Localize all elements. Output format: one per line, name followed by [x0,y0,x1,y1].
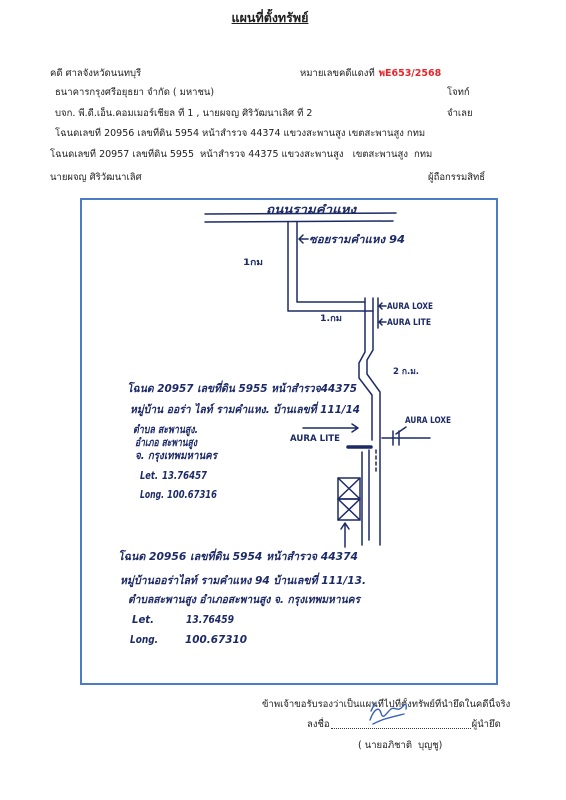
deed-line: โฉนดเลขที่ 20956 เลขที่ดิน 5954 หน้าสำรว… [55,128,426,139]
signer-role: ผู้นำยึด [471,719,501,730]
parcel-20956-lat-label: Let. [132,613,154,626]
signature-stroke [369,703,407,721]
parcel-20956-plot-cross [337,498,361,521]
parcel-20956-note: โฉนด 20956 เลขที่ดิน 5954 หน้าสำรวจ 4437… [118,548,358,563]
distance-label-main: 2 ก.ม. [393,367,419,377]
parcel-20957-lat: 13.76457 [162,469,207,482]
soi-pointer-arrow [298,234,309,244]
court-name: คดี ศาลจังหวัดนนทบุรี [50,68,142,79]
parcel-20957-note: โฉนด 20957 เลขที่ดิน 5955 หน้าสำรวจ44375 [127,380,357,395]
aura-lite-south-label: AURA LITE [290,434,340,444]
signature-mark [369,702,407,725]
plaintiff-role: โจทก์ [447,87,470,98]
aura-loxe-north-label: AURA LOXE [387,302,433,312]
map-frame: ถนนรามคำแหง ซอยรามคำแหง 94 1กม 1.กม 2 ก.… [80,198,498,685]
deed-line: โฉนดเลขที่ 20957 เลขที่ดิน 5955 หน้าสำรว… [50,149,433,160]
document-title: แผนที่ตั้งทรัพย์ [231,10,309,25]
signature-row: ลงชื่อ ผู้นำยึด [307,718,501,731]
aura-loxe-south-label: AURA LOXE [405,416,451,426]
parcel-20957-note: หมู่บ้าน ออร่า ไลท์ รามคำแหง. บ้านเลขที่… [130,401,360,417]
parcel-20957-note: ตำบล สะพานสูง. [133,423,198,437]
soi-west-edge [287,221,374,312]
case-number-label: หมายเลขคดีแดงที่ [300,68,375,79]
parcel-20957-note: จ. กรุงเทพมหานคร [135,449,219,463]
aura-loxe-south-leader [395,426,407,435]
main-road-label: ถนนรามคำแหง [266,203,358,216]
case-number: พE653/2568 [378,68,442,79]
parcel-20957-pointer [302,423,359,433]
defendant-role: จำเลย [447,108,473,119]
parcel-20956-plot [337,498,361,521]
parcel-20956-long: 100.67310 [185,633,247,646]
parcel-20956-note: ตำบลสะพานสูง อำเภอสะพานสูง จ. กรุงเทพมหา… [128,593,362,607]
parcel-20956-long-label: Long. [130,633,158,646]
main-road-north-edge [204,212,397,215]
parcel-20957-note: อำเภอ สะพานสูง [135,436,198,450]
case-number-row: หมายเลขคดีแดงที่ พE653/2568 [300,67,441,80]
parcel-20956-pointer [340,522,350,548]
owner-name: นายผจญ ศิริวัฒนาเลิศ [50,172,142,183]
distance-label-connector: 1.กม [320,314,342,324]
signer-name: ( นายอภิชาติ บุญชู) [358,740,443,751]
certification-statement: ข้าพเจ้าขอรับรองว่าเป็นแผนที่ไปที่ตั้งทร… [262,699,511,710]
aura-lite-north-label: AURA LITE [387,318,431,328]
distance-label-soi: 1กม [243,258,263,268]
location-sketch: ถนนรามคำแหง ซอยรามคำแหง 94 1กม 1.กม 2 ก.… [118,203,451,646]
soi-east-edge [296,221,366,303]
signature-underline [372,713,405,725]
aura-loxe-north-arrow [378,302,387,310]
signature-label: ลงชื่อ [307,719,330,730]
parcel-20957-lat-label: Let. [140,469,158,482]
signature-dotted-line [330,718,471,729]
parcel-20956-lat: 13.76459 [186,613,234,626]
aura-loxe-gate [381,430,431,446]
main-road-south-edge [204,220,394,223]
signature-flourish [370,702,376,712]
parcel-20957-plot-cross [337,477,361,500]
defendants-names: บจก. พี.ดี.เอ็น.คอมเมอร์เชียล ที่ 1 , นา… [55,108,313,119]
parcel-20956-note: หมู่บ้านออร่าไลท์ รามคำแหง 94 บ้านเลขที่… [120,572,366,588]
owner-role: ผู้ถือกรรมสิทธิ์ [428,172,486,183]
parcel-20957-long-label: Long. [140,488,164,501]
parcel-20957-long: 100.67316 [167,488,217,501]
plaintiff-name: ธนาคารกรุงศรีอยุธยา จำกัด ( มหาชน) [55,87,215,98]
road-west-edge [358,297,373,441]
road-east-edge [366,297,381,546]
soi-label: ซอยรามคำแหง 94 [309,233,405,246]
aura-lite-north-arrow [378,318,387,326]
